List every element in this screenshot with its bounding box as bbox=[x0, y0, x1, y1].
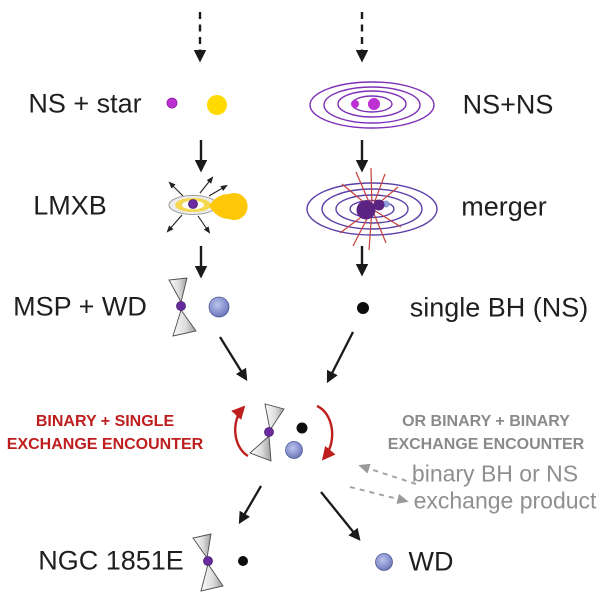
merger-burst-icon bbox=[306, 167, 438, 251]
accretion-disk-icon bbox=[166, 176, 228, 234]
label-single-bh: single BH (NS) bbox=[409, 292, 589, 323]
caption-line: OR BINARY + BINARY bbox=[402, 413, 570, 430]
label-wd: WD bbox=[408, 546, 454, 577]
neutron-star-icon bbox=[166, 97, 178, 109]
label-ngc-1851e: NGC 1851E bbox=[38, 545, 184, 576]
black-hole-icon bbox=[238, 556, 248, 566]
exchange-rotation-arrow-right-icon bbox=[316, 404, 336, 461]
white-dwarf-icon bbox=[208, 296, 230, 318]
label-ns-star: NS + star bbox=[28, 88, 142, 119]
exchange-rotation-arrow-left-icon bbox=[231, 405, 249, 458]
white-dwarf-icon bbox=[285, 441, 303, 459]
caption-line: EXCHANGE ENCOUNTER bbox=[6, 436, 204, 453]
pulsar-beams-icon bbox=[192, 533, 224, 592]
label-msp-wd: MSP + WD bbox=[13, 291, 147, 322]
diverge-arrow-left-icon bbox=[238, 485, 262, 525]
note-arrow-out-icon bbox=[349, 486, 409, 504]
note-arrow-in-icon bbox=[358, 463, 417, 485]
roche-lobe-star-icon bbox=[209, 193, 248, 221]
converge-arrow-left-icon bbox=[219, 336, 248, 382]
diverge-arrow-right-icon bbox=[320, 491, 361, 541]
black-hole-icon bbox=[357, 302, 369, 314]
label-ns-ns: NS+NS bbox=[462, 89, 554, 120]
note-binary-bh-or-ns: binary BH or NS bbox=[411, 460, 579, 487]
pulsar-beams-icon bbox=[249, 403, 285, 462]
black-hole-icon bbox=[296, 422, 308, 434]
white-dwarf-icon bbox=[375, 553, 393, 571]
caption-line: EXCHANGE ENCOUNTER bbox=[387, 436, 585, 453]
converge-arrow-right-icon bbox=[326, 331, 355, 384]
companion-star-icon bbox=[207, 95, 227, 115]
caption-line: BINARY + SINGLE bbox=[35, 413, 175, 430]
label-lmxb: LMXB bbox=[33, 190, 107, 221]
pulsar-beams-icon bbox=[168, 277, 197, 337]
caption-binary-single-exchange: BINARY + SINGLE EXCHANGE ENCOUNTER bbox=[7, 410, 203, 456]
caption-binary-binary-exchange: OR BINARY + BINARY EXCHANGE ENCOUNTER bbox=[388, 410, 584, 456]
inspiral-orbit-icon bbox=[309, 81, 435, 129]
label-merger: merger bbox=[461, 191, 547, 222]
note-exchange-product: exchange product bbox=[413, 487, 597, 514]
